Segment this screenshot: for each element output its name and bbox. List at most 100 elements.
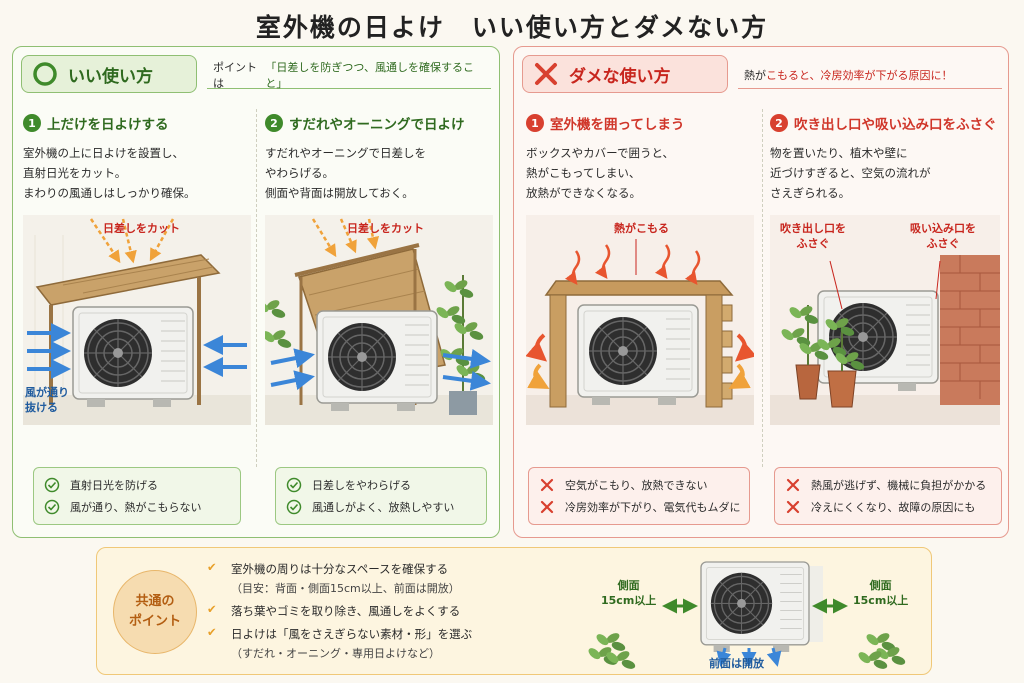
good-item-2-results: 日差しをやわらげる 風通しがよく、放熱しやすい xyxy=(275,467,487,525)
good-item-2-illustration: 日差しをカット xyxy=(254,215,493,425)
result-item: 熱風が逃げず、機械に負担がかかる xyxy=(785,474,991,496)
label-line: 側面 xyxy=(869,579,892,592)
bad-item-2-desc: 物を置いたり、植木や壁に 近づけすぎると、空気の流れが さえぎられる。 xyxy=(770,143,1004,203)
result-item: 冷えにくくなり、故障の原因にも xyxy=(785,496,991,518)
label-heat-trapped: 熱がこもる xyxy=(614,222,669,235)
cross-icon xyxy=(785,477,801,493)
good-item-1-results: 直射日光を防げる 風が通り、熱がこもらない xyxy=(33,467,241,525)
bad-item-1-results: 空気がこもり、放熱できない 冷房効率が下がり、電気代もムダに xyxy=(528,467,750,525)
blocked-vents-illustration xyxy=(770,215,1000,425)
clearance-illustration: 側面 15cm以上 側面 15cm以上 前面は開放 xyxy=(583,552,925,672)
bad-item-2-title: 2 吹き出し口や吸い込み口をふさぐ xyxy=(770,113,1004,133)
label-line: ふさぐ xyxy=(796,237,830,250)
checkmark-icon: ✔ xyxy=(207,625,217,639)
desc-line: 放熱ができなくなる。 xyxy=(526,186,641,200)
cross-icon xyxy=(539,477,555,493)
good-item-2-title-text: すだれやオーニングで日よけ xyxy=(289,117,465,133)
label-line: 15cm以上 xyxy=(601,594,657,607)
good-usage-panel: いい使い方 ポイントは「日差しを防ぎつつ、風通しを確保すること」 1 上だけを日… xyxy=(12,46,500,538)
good-item-1: 1 上だけを日よけする 室外機の上に日よけを設置し、 直射日光をカット。 まわり… xyxy=(23,105,251,465)
bad-item-1-illustration: 熱がこもる xyxy=(525,215,757,425)
clearance-diagram xyxy=(583,552,925,672)
common-point-item: ✔ 日よけは「風をさえぎらない素材・形」を選ぶ （すだれ・オーニング・専用日よけ… xyxy=(207,625,472,663)
desc-line: 側面や背面は開放しておく。 xyxy=(265,186,414,200)
label-outlet-blocked: 吹き出し口を ふさぐ xyxy=(780,221,846,251)
cross-icon xyxy=(539,499,555,515)
label-side-right: 側面 15cm以上 xyxy=(853,578,908,608)
bad-item-1-title: 1 室外機を囲ってしまう xyxy=(526,113,754,133)
common-points-list: ✔ 室外機の周りは十分なスペースを確保する （目安：背面・側面15cm以上、前面… xyxy=(207,560,472,667)
result-text: 冷房効率が下がり、電気代もムダに xyxy=(565,501,741,514)
bad-item-1: 1 室外機を囲ってしまう ボックスやカバーで囲うと、 熱がこもってしまい、 放熱… xyxy=(525,105,757,465)
badge-line: 共通の xyxy=(135,594,175,609)
label-side-left: 側面 15cm以上 xyxy=(601,578,656,608)
good-divider xyxy=(256,109,257,467)
common-point-text: 落ち葉やゴミを取り除き、風通しをよくする xyxy=(231,604,461,618)
number-badge: 1 xyxy=(526,114,544,132)
result-item: 冷房効率が下がり、電気代もムダに xyxy=(539,496,741,518)
circle-ok-icon xyxy=(32,61,58,87)
result-item: 空気がこもり、放熱できない xyxy=(539,474,739,496)
label-front-open: 前面は開放 xyxy=(709,657,764,670)
label-line: 15cm以上 xyxy=(853,594,909,607)
result-text: 熱風が逃げず、機械に負担がかかる xyxy=(811,479,987,492)
bad-divider xyxy=(762,109,763,467)
bad-item-2: 2 吹き出し口や吸い込み口をふさぐ 物を置いたり、植木や壁に 近づけすぎると、空… xyxy=(770,105,1004,465)
bad-item-2-results: 熱風が逃げず、機械に負担がかかる 冷えにくくなり、故障の原因にも xyxy=(774,467,1002,525)
common-point-item: ✔ 落ち葉やゴミを取り除き、風通しをよくする xyxy=(207,602,472,621)
desc-line: すだれやオーニングで日差しを xyxy=(265,146,426,160)
result-text: 風通しがよく、放熱しやすい xyxy=(312,501,455,514)
checkmark-icon: ✔ xyxy=(207,560,217,574)
desc-line: 直射日光をカット。 xyxy=(23,166,127,180)
bad-item-2-illustration: 吹き出し口を ふさぐ 吸い込み口を ふさぐ xyxy=(770,215,1000,425)
check-circle-icon xyxy=(286,499,302,515)
good-item-2-desc: すだれやオーニングで日差しを やわらげる。 側面や背面は開放しておく。 xyxy=(265,143,493,203)
desc-line: さえぎられる。 xyxy=(770,186,851,200)
good-point-prefix: ポイントは xyxy=(213,60,257,90)
result-item: 日差しをやわらげる xyxy=(286,474,476,496)
label-sun-cut: 日差しをカット xyxy=(347,222,424,235)
bad-usage-header: ダメな使い方 xyxy=(522,55,728,93)
desc-line: まわりの風通しはしっかり確保。 xyxy=(23,186,196,200)
badge-line: ポイント xyxy=(128,614,181,629)
desc-line: 物を置いたり、植木や壁に xyxy=(770,146,908,160)
common-point-sub: （目安：背面・側面15cm以上、前面は開放） xyxy=(231,582,460,595)
common-point-text: 日よけは「風をさえぎらない素材・形」を選ぶ xyxy=(231,627,473,641)
number-badge: 2 xyxy=(770,114,788,132)
good-usage-header: いい使い方 xyxy=(21,55,197,93)
result-item: 風が通り、熱がこもらない xyxy=(44,496,230,518)
common-point-sub: （すだれ・オーニング・専用日よけなど） xyxy=(231,647,440,660)
bad-point-text: 熱がこもると、冷房効率が下がる原因に！ xyxy=(738,61,1002,89)
label-line: ふさぐ xyxy=(926,237,960,250)
good-point-highlight: 「日差しを防ぎつつ、風通しを確保すること」 xyxy=(265,60,474,90)
page-title: 室外機の日よけ いい使い方とダメない方 xyxy=(255,13,769,42)
bad-usage-panel: ダメな使い方 熱がこもると、冷房効率が下がる原因に！ 1 室外機を囲ってしまう … xyxy=(513,46,1009,538)
cross-icon xyxy=(785,499,801,515)
check-circle-icon xyxy=(44,477,60,493)
desc-line: 室外機の上に日よけを設置し、 xyxy=(23,146,184,160)
common-points-badge: 共通の ポイント xyxy=(113,570,197,654)
top-shade-illustration xyxy=(23,215,251,425)
label-line: 吹き出し口を xyxy=(780,222,846,235)
label-line: 風が通り xyxy=(25,386,69,399)
good-point-text: ポイントは「日差しを防ぎつつ、風通しを確保すること」 xyxy=(207,60,491,90)
result-text: 風が通り、熱がこもらない xyxy=(70,501,202,514)
sudare-illustration xyxy=(254,215,493,425)
label-inlet-blocked: 吸い込み口を ふさぐ xyxy=(910,221,976,251)
common-point-text: 室外機の周りは十分なスペースを確保する xyxy=(231,562,449,576)
label-line: 吸い込み口を xyxy=(910,222,976,235)
label-wind-through: 風が通り 抜ける xyxy=(25,385,69,415)
result-item: 直射日光を防げる xyxy=(44,474,230,496)
cross-icon xyxy=(533,61,559,87)
desc-line: 熱がこもってしまい、 xyxy=(526,166,641,180)
result-text: 空気がこもり、放熱できない xyxy=(565,479,708,492)
desc-line: やわらげる。 xyxy=(265,166,334,180)
good-item-1-title-text: 上だけを日よけする xyxy=(47,117,169,133)
bad-item-1-title-text: 室外機を囲ってしまう xyxy=(550,117,685,133)
desc-line: ボックスやカバーで囲うと、 xyxy=(526,146,675,160)
bad-point-prefix: 熱が xyxy=(744,68,766,82)
bad-usage-header-label: ダメな使い方 xyxy=(569,66,671,87)
label-line: 抜ける xyxy=(25,401,58,414)
common-point-item: ✔ 室外機の周りは十分なスペースを確保する （目安：背面・側面15cm以上、前面… xyxy=(207,560,472,598)
bad-item-2-title-text: 吹き出し口や吸い込み口をふさぐ xyxy=(794,117,997,133)
